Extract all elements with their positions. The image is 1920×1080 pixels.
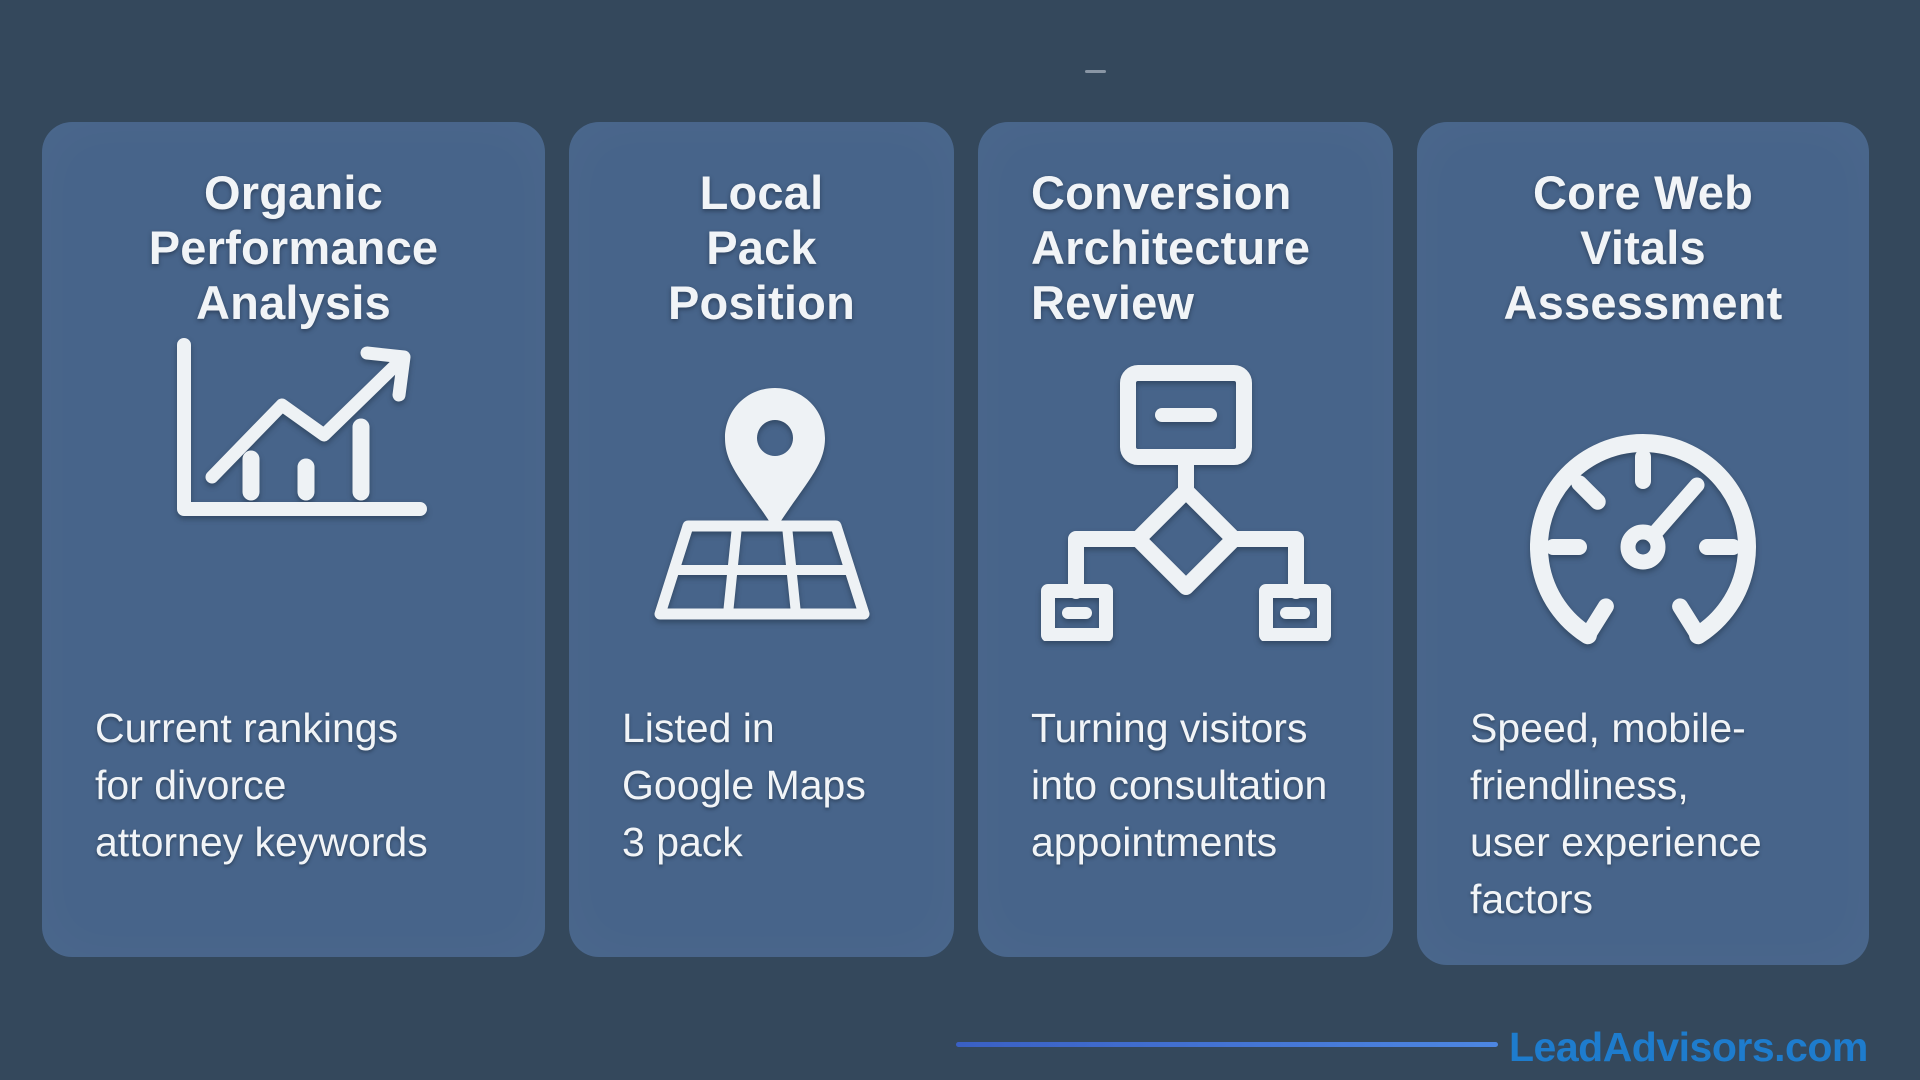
footer-divider-line bbox=[956, 1042, 1498, 1047]
brand-link[interactable]: LeadAdvisors.com bbox=[1509, 1024, 1868, 1070]
card-body-text: Current rankings for divorce attorney ke… bbox=[95, 705, 428, 865]
map-pin-icon bbox=[654, 388, 869, 620]
top-center-dash bbox=[1085, 70, 1106, 73]
icon-area bbox=[569, 337, 954, 667]
card-organic-performance-analysis: Organic Performance Analysis Current ran… bbox=[42, 122, 545, 957]
card-core-web-vitals-assessment: Core Web Vitals Assessment Speed, mobile… bbox=[1417, 122, 1869, 965]
card-body-text: Speed, mobile- friendliness, user experi… bbox=[1470, 705, 1762, 922]
card-conversion-architecture-review: Conversion Architecture Review Turning v… bbox=[978, 122, 1393, 957]
card-title: Core Web Vitals Assessment bbox=[1503, 166, 1783, 329]
icon-area bbox=[1417, 337, 1869, 667]
card-row: Organic Performance Analysis Current ran… bbox=[42, 122, 1869, 965]
icon-area bbox=[978, 337, 1393, 667]
card-title: Conversion Architecture Review bbox=[1031, 166, 1311, 329]
icon-area bbox=[42, 337, 545, 667]
speedometer-icon bbox=[1530, 434, 1756, 645]
trending-bar-chart-icon bbox=[176, 338, 427, 516]
card-title: Local Pack Position bbox=[668, 166, 855, 329]
card-local-pack-position: Local Pack Position Listed in Google Map… bbox=[569, 122, 954, 957]
flowchart-icon bbox=[1040, 365, 1331, 641]
card-title: Organic Performance Analysis bbox=[148, 166, 439, 329]
card-body-text: Listed in Google Maps 3 pack bbox=[622, 705, 866, 865]
card-body-text: Turning visitors into consultation appoi… bbox=[1031, 705, 1328, 865]
